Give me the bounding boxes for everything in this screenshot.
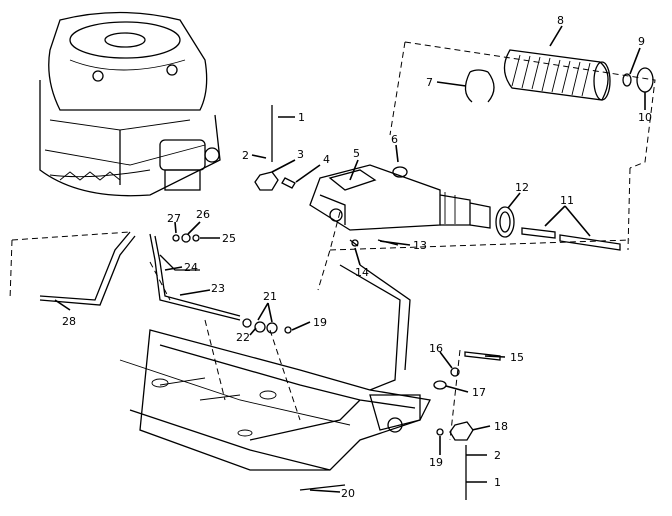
pivot-pin-long: [559, 234, 621, 251]
callout-5: 5: [353, 147, 360, 160]
callout-14: 14: [355, 266, 369, 279]
callout-22: 22: [236, 331, 250, 344]
callout-24: 24: [184, 261, 198, 274]
callout-12: 12: [515, 181, 529, 194]
linkage-rods: [39, 231, 346, 491]
callout-19-lower: 19: [429, 456, 443, 469]
callout-8: 8: [557, 14, 564, 27]
pivot-pin: [521, 227, 556, 239]
callout-1-bottom: 1: [494, 476, 501, 489]
retaining-ring: [495, 206, 515, 238]
clamp: [464, 69, 495, 103]
callout-9: 9: [638, 35, 645, 48]
washer: [622, 73, 632, 87]
callout-25: 25: [222, 232, 236, 245]
callout-16: 16: [429, 342, 443, 355]
callout-2-top: 2: [242, 149, 249, 162]
callout-26: 26: [196, 208, 210, 221]
callout-7: 7: [426, 76, 433, 89]
leader-lines: [54, 25, 646, 493]
callout-20: 20: [341, 487, 355, 500]
callout-10: 10: [638, 111, 652, 124]
washer-6: [392, 166, 408, 178]
callout-21: 21: [263, 290, 277, 303]
callout-19-upper: 19: [313, 316, 327, 329]
end-cap: [636, 67, 654, 93]
callout-13: 13: [413, 239, 427, 252]
callout-1-top: 1: [298, 111, 305, 124]
throttle-housing: [309, 164, 491, 231]
fuel-filter: [503, 49, 611, 101]
callout-11: 11: [560, 194, 574, 207]
callout-2-bottom: 2: [494, 449, 501, 462]
callout-18: 18: [494, 420, 508, 433]
fuel-filter-group-outline: [389, 41, 656, 169]
throttle-group-outline: [317, 167, 631, 291]
nut: [254, 171, 279, 191]
engine-assembly: [39, 11, 221, 197]
callout-15: 15: [510, 351, 524, 364]
callout-labels: 1 2 3 4 5 6 7 8 9 10 11 12 13 14 15 16 1…: [62, 14, 652, 500]
callout-23: 23: [211, 282, 225, 295]
callout-17: 17: [472, 386, 486, 399]
callout-3: 3: [297, 148, 304, 161]
callout-6: 6: [391, 133, 398, 146]
callout-28: 28: [62, 315, 76, 328]
screw: [281, 177, 296, 189]
callout-4: 4: [323, 153, 330, 166]
callout-27: 27: [167, 212, 181, 225]
mower-frame: [119, 264, 431, 471]
